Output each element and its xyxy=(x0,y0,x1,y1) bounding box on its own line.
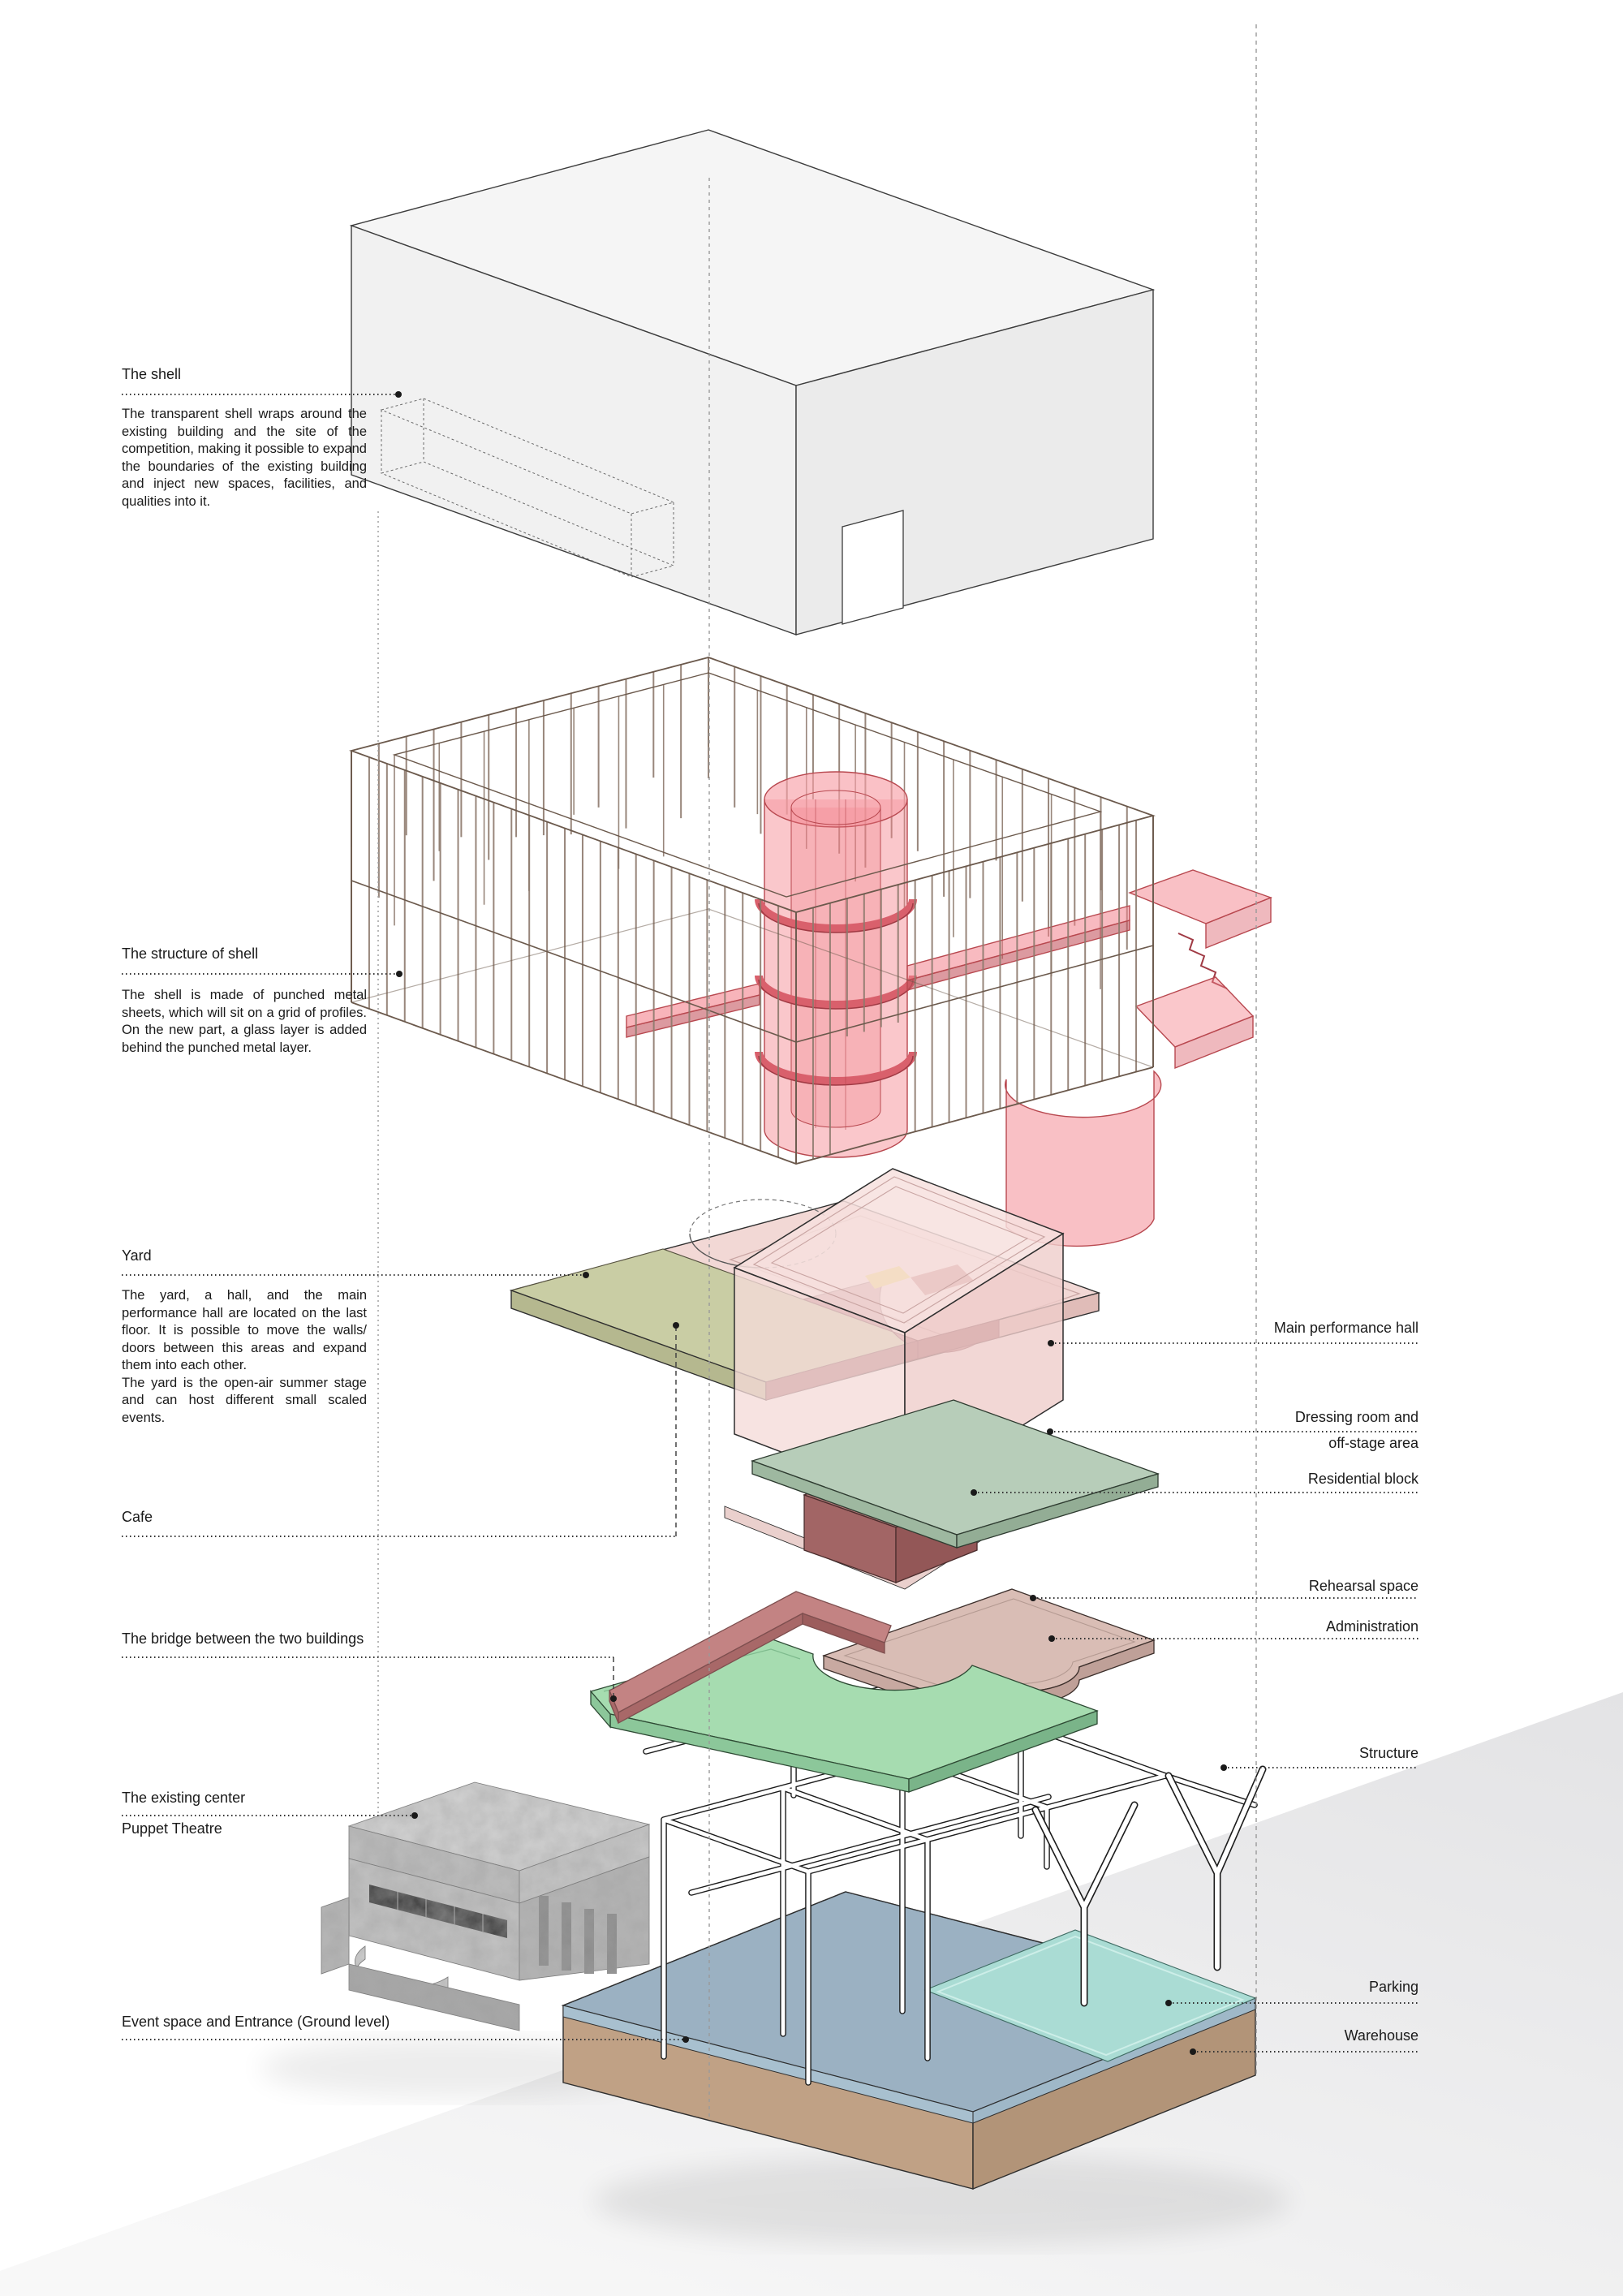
label-dressing-room-line2: off-stage area xyxy=(1328,1435,1419,1451)
label-existing-center: The existing center xyxy=(122,1790,246,1806)
leader-dots xyxy=(395,391,1227,2055)
construction-lines xyxy=(377,24,1257,2120)
ghost-bridge-wireframe xyxy=(380,398,675,578)
administration-plate xyxy=(589,1639,1099,1793)
cage-outline xyxy=(348,657,1156,1165)
pink-circulation xyxy=(626,771,1272,1247)
label-residential-block: Residential block xyxy=(1307,1471,1419,1487)
existing-building xyxy=(321,1781,651,2031)
label-puppet-theatre: Puppet Theatre xyxy=(122,1820,222,1837)
desc-the-shell: The transparent shell wraps around the e… xyxy=(122,407,367,509)
label-administration: Administration xyxy=(1325,1618,1419,1635)
label-main-performance-hall: Main performance hall xyxy=(1273,1320,1419,1336)
label-parking: Parking xyxy=(1368,1979,1419,1995)
desc-yard-p2: The yard is the open-air summer stage an… xyxy=(122,1375,367,1425)
desc-structure-of-shell: The shell is made of punched metal sheet… xyxy=(122,988,367,1055)
label-dressing-room-line1: Dressing room and xyxy=(1294,1409,1419,1425)
parking-area xyxy=(923,1929,1257,2062)
label-warehouse: Warehouse xyxy=(1344,2027,1419,2044)
label-yard: Yard xyxy=(122,1247,152,1264)
label-structure: Structure xyxy=(1358,1745,1419,1761)
label-structure-of-shell: The structure of shell xyxy=(122,946,259,962)
desc-yard: The yard, a hall, and the main performan… xyxy=(122,1287,367,1427)
label-rehearsal-space: Rehearsal space xyxy=(1308,1578,1419,1594)
label-cafe: Cafe xyxy=(122,1509,153,1525)
label-event-space: Event space and Entrance (Ground level) xyxy=(122,2014,390,2030)
label-the-shell: The shell xyxy=(122,366,182,382)
leader-lines xyxy=(122,391,1419,2055)
bridge-bar xyxy=(609,1591,892,1725)
shell-structure-cage xyxy=(348,657,1272,1247)
shell-3d xyxy=(349,129,1156,635)
label-bridge: The bridge between the two buildings xyxy=(122,1630,364,1647)
desc-yard-p1: The yard, a hall, and the main performan… xyxy=(122,1288,367,1372)
